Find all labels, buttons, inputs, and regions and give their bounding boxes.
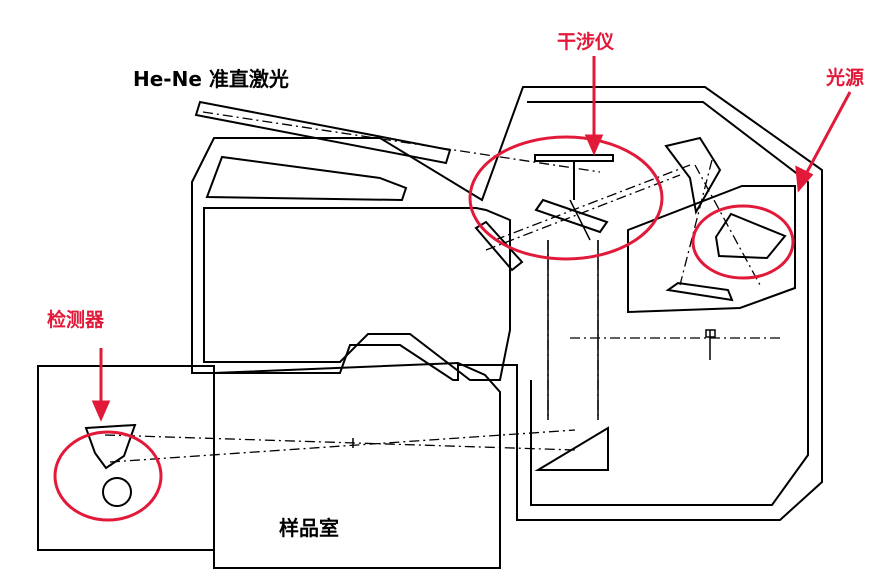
- detector-label: 检测器: [47, 309, 105, 331]
- exit-mirror: [534, 426, 609, 471]
- interferometer-label: 干涉仪: [557, 31, 615, 53]
- housing-inner-right: [527, 101, 809, 506]
- detector-chamber: [37, 365, 215, 551]
- side-mirror: [474, 220, 524, 272]
- laser-tube: [194, 100, 452, 165]
- light-source-label: 光源: [826, 67, 865, 89]
- beamsplitter: [534, 198, 609, 234]
- detector-highlight: [53, 430, 163, 522]
- fixed-mirror: [534, 154, 614, 162]
- sample-chamber-box: [213, 361, 501, 569]
- hene-laser-label: He-Ne 准直激光: [133, 67, 289, 91]
- upper-mirror: [664, 136, 722, 215]
- housing-outer: [191, 86, 823, 521]
- laser-window: [205, 155, 408, 202]
- source-highlight: [691, 204, 795, 280]
- source-chamber: [627, 185, 796, 314]
- housing-inner: [203, 207, 511, 381]
- interferometer-highlight: [468, 135, 664, 261]
- detector-element: [102, 477, 132, 507]
- source-arrow: [804, 91, 852, 175]
- source-lamp: [714, 212, 787, 260]
- source-reflector: [665, 281, 734, 302]
- sample-chamber-label: 样品室: [279, 516, 339, 540]
